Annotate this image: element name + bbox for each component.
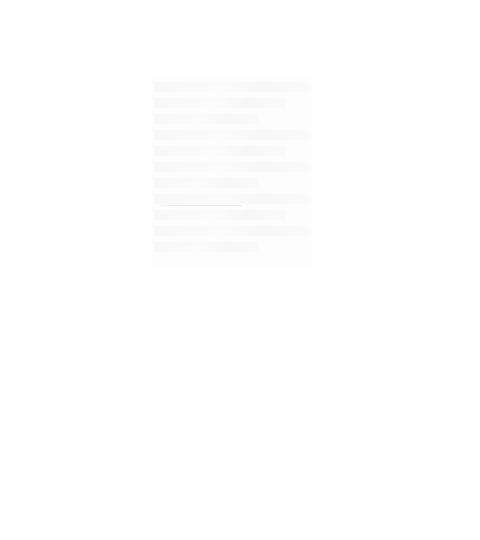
faded-line [154,178,259,188]
faded-content-panel [150,76,312,268]
faded-line [154,226,308,236]
faded-line [154,162,308,172]
faded-line [154,194,308,204]
faded-line [154,98,287,108]
faded-line [154,242,259,252]
faded-line [154,82,308,92]
faded-link-underline [162,205,242,206]
faded-line [154,210,287,220]
faded-line [154,146,287,156]
faded-text-lines [150,76,312,268]
faded-line [154,130,308,140]
faded-line [154,114,259,124]
